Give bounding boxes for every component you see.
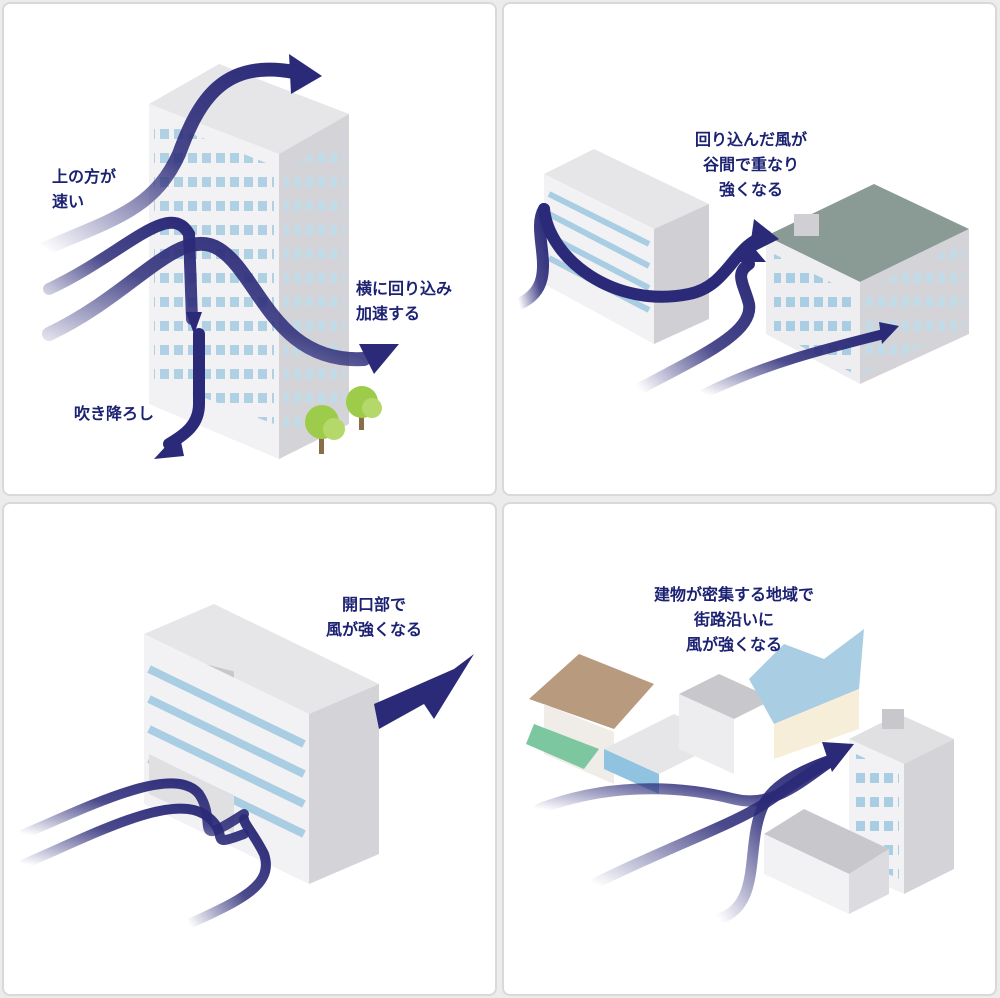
label-faster-above: 上の方が 速い: [52, 164, 116, 214]
label-line: 上の方が: [52, 167, 117, 186]
factory-roof: [679, 674, 774, 719]
arrow-head-icon: [822, 742, 854, 772]
sawtooth-wall: [774, 689, 859, 759]
panel-high-rise-wind: 上の方が 速い 横に回り込み 加速する 吹き降ろし: [2, 2, 497, 496]
left-building-side: [654, 204, 709, 344]
label-line: 建物が密集する地域で: [653, 585, 814, 604]
front-building-front: [764, 834, 849, 914]
panel-valley-wind: 回り込んだ風が 谷間で重なり 強くなる: [502, 2, 997, 496]
valley-wind-diagram: [513, 149, 969, 399]
panel-opening-wind: 開口部で 風が強くなる: [2, 502, 497, 996]
low-building-front: [604, 749, 659, 794]
label-line: 回り込んだ風が: [694, 130, 807, 149]
label-line: 開口部で: [341, 595, 406, 614]
label-line: 横に回り込み: [356, 279, 453, 298]
building-side-wall: [309, 684, 379, 884]
awning: [526, 724, 599, 769]
opening-wind-diagram: [19, 604, 474, 929]
label-line: 吹き降ろし: [74, 404, 155, 423]
panel-dense-area-wind: 建物が密集する地域で 街路沿いに 風が強くなる: [502, 502, 997, 996]
label-downdraft: 吹き降ろし: [74, 401, 154, 426]
arrow-head-icon: [289, 54, 322, 94]
front-building-side: [849, 849, 889, 914]
label-valley-overlap: 回り込んだ風が 谷間で重なり 強くなる: [676, 127, 826, 202]
label-line: 加速する: [356, 304, 421, 323]
right-building-roof: [766, 184, 969, 282]
wind-arrows: [513, 203, 889, 399]
label-line: 強くなる: [718, 180, 783, 199]
label-line: 谷間で重なり: [702, 155, 799, 174]
dense-area-diagram: [526, 629, 954, 925]
tree-icon: [305, 386, 382, 454]
large-arrow-icon: [374, 654, 474, 729]
ground-opening: [149, 754, 234, 834]
wind-arrows: [19, 778, 271, 929]
house-roof: [529, 654, 654, 729]
label-line: 風が強くなる: [325, 620, 422, 639]
tall-building-roof: [849, 714, 954, 764]
label-opening-stronger: 開口部で 風が強くなる: [304, 592, 444, 642]
label-line: 街路沿いに: [693, 610, 774, 629]
rooftop-unit: [794, 214, 819, 236]
label-dense-area-stronger: 建物が密集する地域で 街路沿いに 風が強くなる: [619, 582, 849, 657]
high-rise-windows: [154, 119, 344, 444]
arrow-head-icon: [736, 242, 766, 262]
arrow-head-icon: [154, 432, 184, 459]
arrow-head-icon: [186, 312, 202, 334]
wind-arrows: [533, 753, 840, 925]
front-building-roof: [764, 809, 889, 874]
label-line: 速い: [52, 192, 85, 211]
tall-building-side: [904, 739, 954, 894]
wind-arrows: [37, 62, 371, 450]
factory-front: [679, 694, 734, 774]
arrow-head-icon: [879, 322, 899, 344]
arrow-head-icon: [359, 344, 399, 374]
left-building-roof: [544, 149, 709, 229]
label-side-acceleration: 横に回り込み 加速する: [356, 276, 452, 326]
rooftop-unit: [882, 709, 904, 729]
high-rise-roof: [149, 64, 349, 154]
sawtooth-roof: [749, 629, 864, 724]
building-front-wall: [144, 634, 309, 884]
arrow-head-icon: [749, 219, 779, 254]
building-roof: [144, 604, 379, 714]
label-line: 風が強くなる: [685, 635, 782, 654]
high-rise-diagram: [37, 54, 399, 459]
